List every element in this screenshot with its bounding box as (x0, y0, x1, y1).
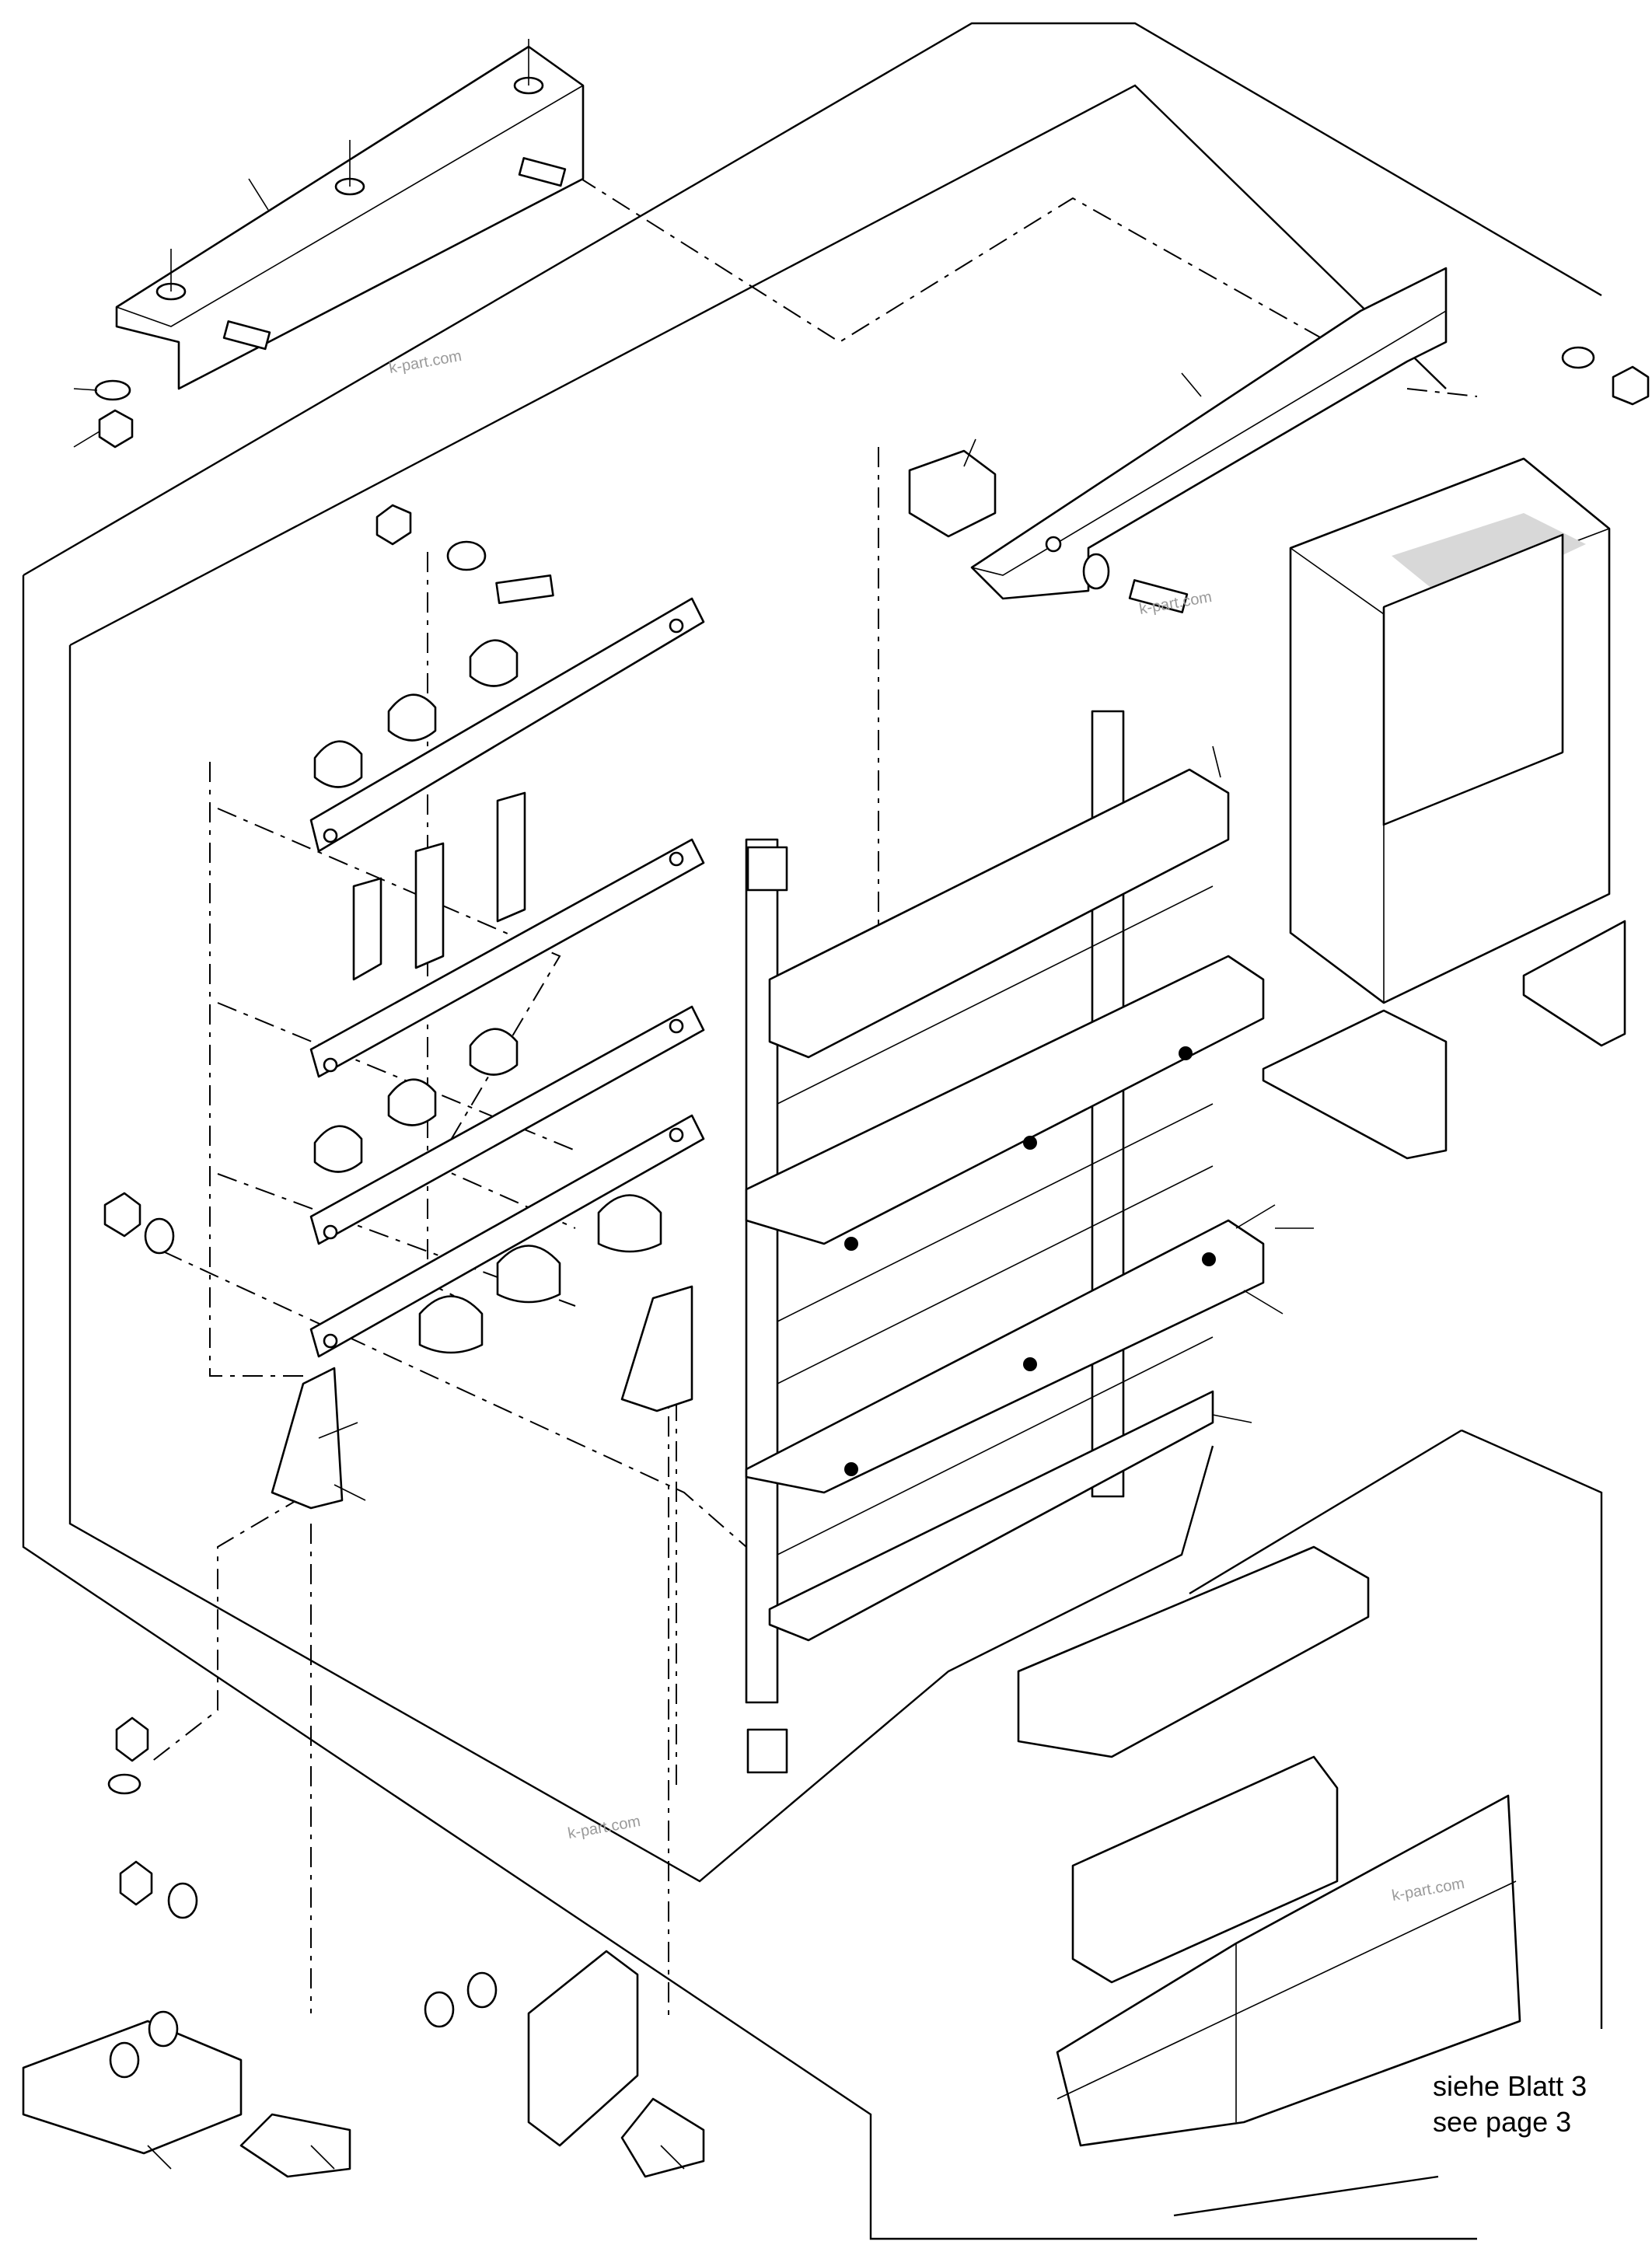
upper-right-rail (908, 267, 1650, 613)
top-bracket (73, 45, 585, 449)
assembly-outline-lines (22, 22, 1603, 2240)
control-box (1262, 457, 1626, 1160)
bottom-brackets (22, 1716, 705, 2178)
mounting-strips (271, 597, 705, 1510)
callout-leaders (147, 39, 1314, 2170)
left-hardware-stack (103, 504, 554, 1255)
reference-note-english: see page 3 (1433, 2106, 1572, 2138)
cable-channel-assembly (745, 710, 1265, 1774)
terminal-blocks (1017, 1545, 1521, 2217)
reference-note-german: siehe Blatt 3 (1433, 2070, 1587, 2102)
